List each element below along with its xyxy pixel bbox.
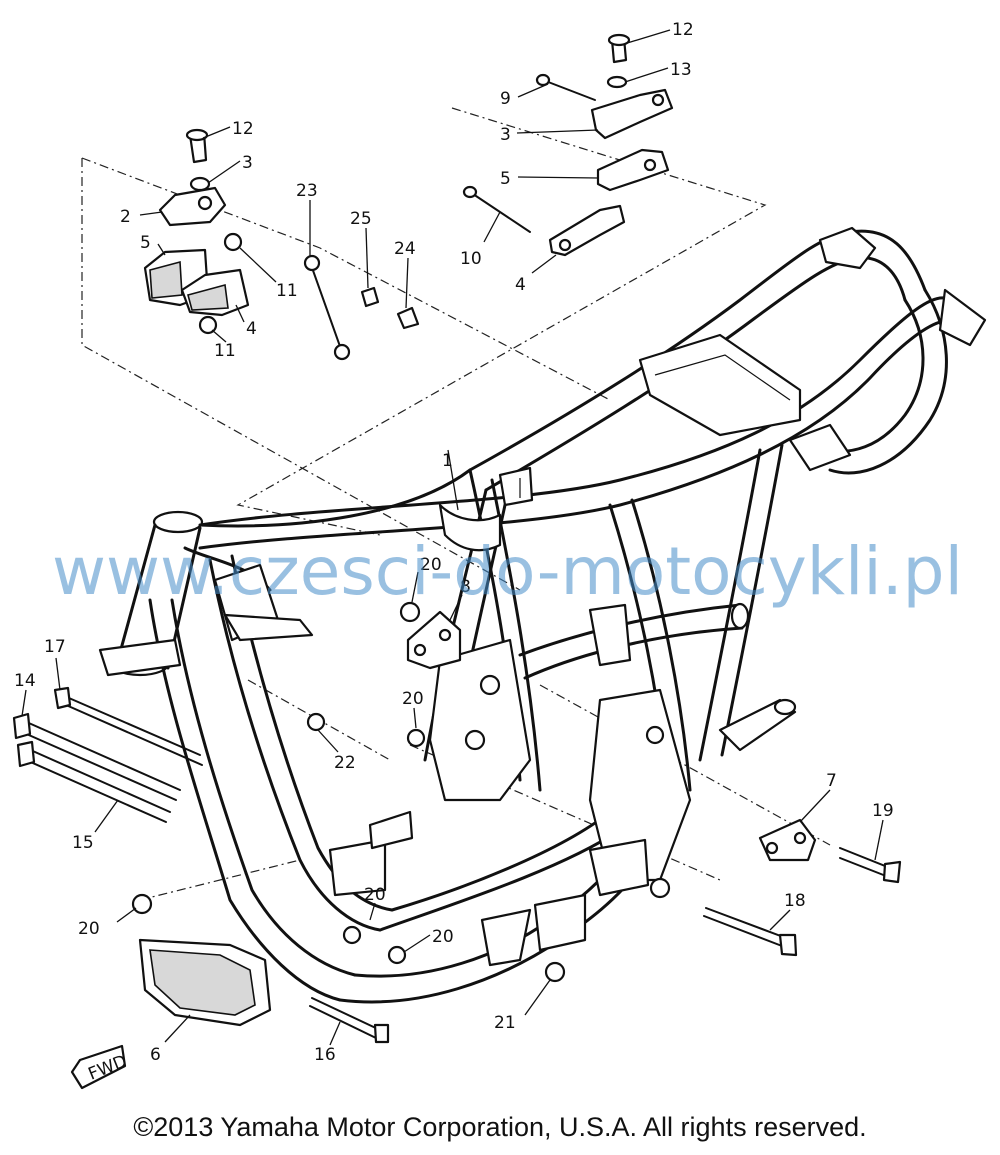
callout-22: 22 (334, 753, 356, 773)
callout-9: 9 (500, 89, 511, 109)
through-bolts-left (12, 686, 203, 823)
callout-3: 3 (500, 125, 511, 145)
callout-15: 15 (72, 833, 94, 853)
callout-23: 23 (296, 181, 318, 201)
callout-4: 4 (246, 319, 257, 339)
callout-12: 12 (232, 119, 254, 139)
callout-17: 17 (44, 637, 66, 657)
callout-6: 6 (150, 1045, 161, 1065)
callout-14: 14 (14, 671, 36, 691)
callout-20: 20 (432, 927, 454, 947)
callout-24: 24 (394, 239, 416, 259)
callout-3: 3 (242, 153, 253, 173)
callout-25: 25 (350, 209, 372, 229)
callout-20: 20 (364, 885, 386, 905)
left-engine-mount-group (143, 128, 250, 335)
callout-labels: 12 13 9 3 5 10 4 12 3 2 5 11 4 11 23 25 … (14, 20, 894, 1065)
callout-5: 5 (500, 169, 511, 189)
callout-4: 4 (515, 275, 526, 295)
front-mount-plate (399, 601, 462, 748)
callout-2: 2 (120, 207, 131, 227)
callout-7: 7 (826, 771, 837, 791)
callout-leaders (21, 29, 884, 1046)
callout-12: 12 (672, 20, 694, 40)
callout-16: 16 (314, 1045, 336, 1065)
callout-13: 13 (670, 60, 692, 80)
callout-10: 10 (460, 249, 482, 269)
stay-and-bolts (303, 254, 420, 361)
callout-20: 20 (420, 555, 442, 575)
callout-18: 18 (784, 891, 806, 911)
forward-arrow: FWD (70, 1044, 130, 1090)
callout-20: 20 (402, 689, 424, 709)
main-frame (98, 226, 987, 1004)
callout-11: 11 (214, 341, 236, 361)
copyright-notice: ©2013 Yamaha Motor Corporation, U.S.A. A… (133, 1112, 867, 1142)
right-engine-mount-group (462, 33, 674, 257)
callout-19: 19 (872, 801, 894, 821)
engine-guard (131, 893, 566, 1044)
rear-mount-plate (703, 818, 902, 957)
callout-5: 5 (140, 233, 151, 253)
callout-8: 8 (460, 577, 471, 597)
nut-22 (306, 712, 326, 732)
watermark: www.czesci-do-motocykli.pl (52, 533, 963, 610)
callout-20: 20 (78, 919, 100, 939)
callout-21: 21 (494, 1013, 516, 1033)
callout-11: 11 (276, 281, 298, 301)
callout-1: 1 (442, 451, 453, 471)
